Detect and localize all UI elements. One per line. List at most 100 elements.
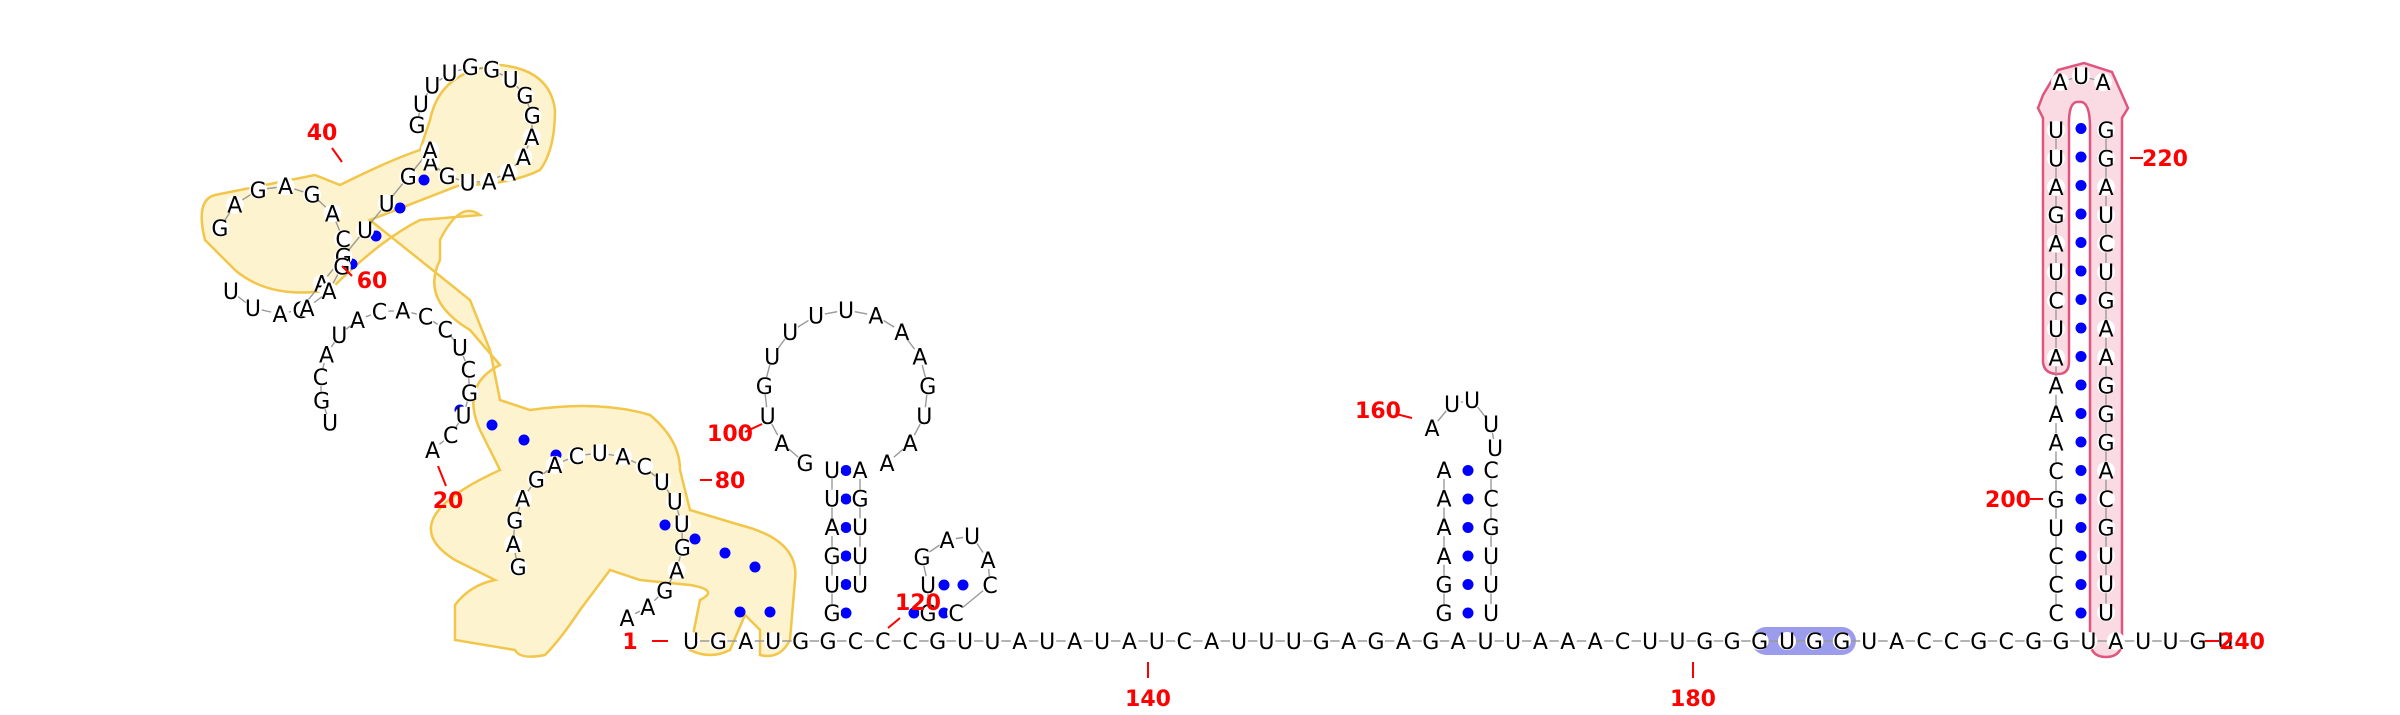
nucleotide-bg bbox=[423, 440, 442, 459]
position-number: 80 bbox=[715, 469, 746, 494]
nucleotide: A bbox=[2052, 71, 2067, 96]
nucleotide-bg bbox=[2047, 206, 2065, 225]
position-tick bbox=[437, 465, 447, 487]
nucleotide: A bbox=[506, 533, 521, 558]
nucleotide-bg bbox=[983, 632, 1002, 650]
base-pair-dot bbox=[938, 607, 950, 619]
nucleotide: G bbox=[462, 56, 479, 81]
position-number: 1 bbox=[622, 630, 637, 655]
nucleotide-bg bbox=[709, 632, 728, 650]
nucleotide-bg bbox=[2097, 603, 2115, 622]
nucleotide-bg bbox=[1482, 575, 1500, 594]
nucleotide-bg bbox=[1423, 419, 1441, 437]
nucleotide-bg bbox=[303, 185, 321, 204]
nucleotide-bg bbox=[1435, 518, 1453, 537]
base-pair-dot bbox=[518, 434, 530, 446]
nucleotide: C bbox=[443, 424, 458, 449]
nucleotide: G bbox=[823, 545, 840, 570]
base-pair-dot bbox=[1462, 550, 1474, 562]
nucleotide-bg bbox=[1065, 632, 1084, 650]
nucleotide: U bbox=[916, 405, 932, 430]
nucleotide-bg bbox=[2097, 348, 2115, 367]
nucleotide-bg bbox=[450, 338, 469, 357]
nucleotide-bg bbox=[504, 535, 523, 554]
nucleotide: A bbox=[2048, 403, 2063, 428]
nucleotide-bg bbox=[2097, 206, 2115, 225]
position-tick bbox=[887, 617, 901, 629]
nucleotide: U bbox=[1444, 393, 1460, 418]
nucleotide: G bbox=[2047, 488, 2064, 513]
nucleotide-bg bbox=[2097, 490, 2115, 509]
nucleotide: A bbox=[350, 309, 365, 334]
nucleotide-bg bbox=[1038, 632, 1057, 650]
nucleotide-bg bbox=[851, 546, 869, 565]
nucleotide-bg bbox=[1257, 632, 1276, 650]
base-pair-dot bbox=[2075, 265, 2087, 277]
nucleotide: A bbox=[1424, 417, 1439, 442]
nucleotide-bg bbox=[2097, 404, 2115, 423]
base-pair-dot bbox=[2075, 322, 2087, 334]
nucleotide: G bbox=[483, 58, 500, 83]
nucleotide: U bbox=[824, 459, 840, 484]
nucleotide: U bbox=[2048, 147, 2064, 172]
nucleotide-bg bbox=[460, 383, 479, 402]
nucleotide: A bbox=[868, 305, 883, 330]
nucleotide: U bbox=[1483, 602, 1499, 627]
nucleotide: C bbox=[2048, 602, 2063, 627]
nucleotide-bg bbox=[1435, 575, 1453, 594]
nucleotide-bg bbox=[348, 311, 367, 330]
nucleotide-bg bbox=[1449, 632, 1468, 650]
nucleotide-bg bbox=[1805, 632, 1824, 650]
nucleotide-bg bbox=[823, 489, 841, 508]
nucleotide: A bbox=[2095, 71, 2110, 96]
nucleotide: A bbox=[2048, 176, 2063, 201]
nucleotide: C bbox=[1916, 630, 1931, 655]
nucleotide-bg bbox=[440, 63, 459, 82]
nucleotide-bg bbox=[210, 219, 229, 238]
nucleotide-bg bbox=[458, 173, 477, 192]
nucleotide: C bbox=[2048, 289, 2063, 314]
nucleotide-bg bbox=[1230, 632, 1248, 650]
nucleotide-bg bbox=[2047, 149, 2065, 168]
nucleotide: A bbox=[272, 303, 287, 328]
nucleotide: A bbox=[547, 454, 562, 479]
nucleotide: U bbox=[760, 405, 776, 430]
nucleotide-bg bbox=[441, 426, 460, 445]
position-number: 60 bbox=[357, 269, 388, 294]
nucleotide: U bbox=[808, 305, 824, 330]
nucleotide-bg bbox=[509, 558, 528, 577]
nucleotide-bg bbox=[913, 548, 931, 566]
nucleotide: U bbox=[357, 219, 373, 244]
nucleotide-bg bbox=[901, 434, 920, 453]
nucleotide: G bbox=[929, 630, 946, 655]
nucleotide: U bbox=[984, 630, 1000, 655]
base-pair-dot bbox=[840, 579, 852, 590]
nucleotide-bg bbox=[1147, 632, 1166, 650]
nucleotide: A bbox=[1533, 630, 1548, 655]
nucleotide: U bbox=[442, 62, 458, 87]
nucleotide: A bbox=[1204, 630, 1219, 655]
nucleotide-bg bbox=[915, 407, 934, 426]
nucleotide-bg bbox=[2047, 575, 2065, 594]
nucleotide-bg bbox=[1482, 604, 1500, 622]
nucleotide: G bbox=[303, 184, 320, 209]
nucleotide: G bbox=[2189, 630, 2206, 655]
position-number: 180 bbox=[1670, 687, 1716, 712]
nucleotide: G bbox=[2097, 119, 2114, 144]
nucleotide-bg bbox=[438, 166, 457, 185]
base-pair-dot bbox=[659, 519, 671, 531]
nucleotide: G bbox=[2097, 375, 2114, 400]
nucleotide-bg bbox=[901, 632, 920, 650]
nucleotide: G bbox=[851, 488, 868, 513]
nucleotide-bg bbox=[638, 597, 657, 616]
nucleotide: C bbox=[2048, 545, 2063, 570]
position-number: 140 bbox=[1125, 687, 1171, 712]
nucleotide-bg bbox=[781, 322, 800, 341]
base-pair-layer bbox=[322, 123, 2087, 619]
nucleotide-bg bbox=[2047, 348, 2065, 367]
nucleotide: A bbox=[1436, 545, 1451, 570]
position-tick bbox=[1395, 413, 1413, 419]
nucleotide: U bbox=[1039, 630, 1055, 655]
